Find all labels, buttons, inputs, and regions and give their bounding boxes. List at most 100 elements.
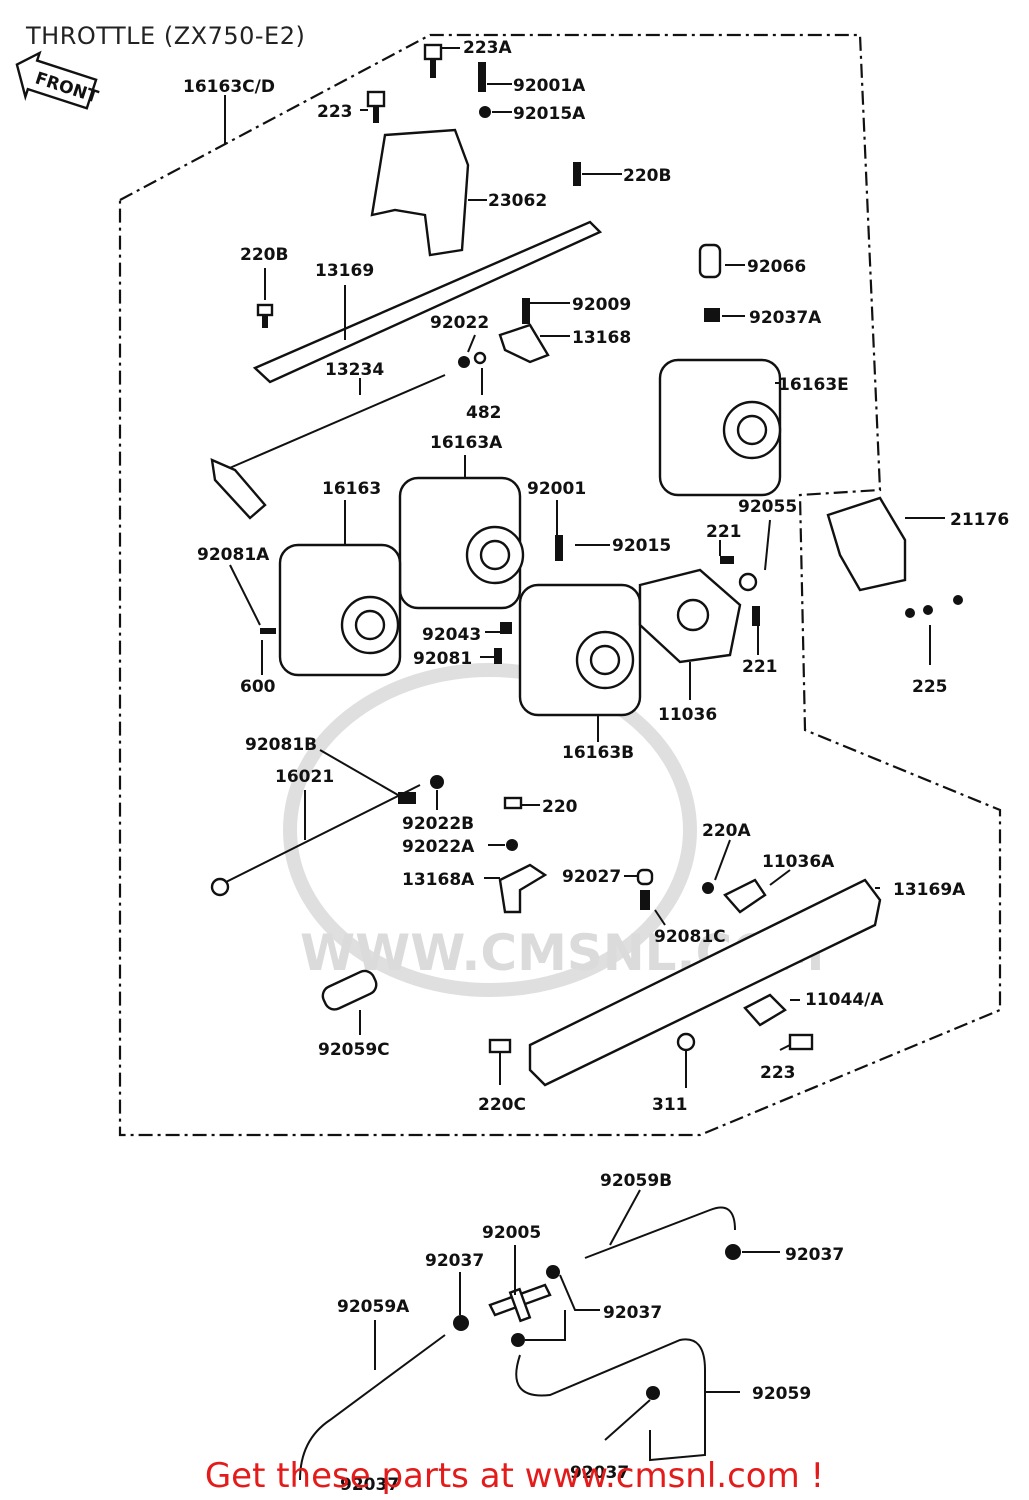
sensor-21176 <box>826 496 907 592</box>
part-label: 92015 <box>612 536 671 556</box>
part-label: 92037 <box>340 1475 399 1495</box>
part-label: 92037 <box>603 1303 662 1323</box>
part-label: 11036 <box>658 705 717 725</box>
spring-92022a <box>506 839 518 851</box>
rod-13234 <box>224 374 446 471</box>
part-label: 220B <box>623 166 671 186</box>
part-label: 220A <box>702 821 751 841</box>
part-label: 13168 <box>572 328 631 348</box>
part-label: 92066 <box>747 257 806 277</box>
part-label: 225 <box>912 677 948 697</box>
carburetor-16163b <box>518 583 642 717</box>
part-label: 220B <box>240 245 288 265</box>
part-label: 220 <box>542 797 578 817</box>
part-label: 92022A <box>402 837 475 857</box>
part-label: 221 <box>706 522 742 542</box>
part-label: 23062 <box>488 191 547 211</box>
tube-92059c <box>321 969 378 1011</box>
lever-13168a <box>498 863 548 914</box>
part-label: 92081A <box>197 545 270 565</box>
part-label: 223 <box>760 1063 796 1083</box>
part-label: 92027 <box>562 867 621 887</box>
part-label: 92059C <box>318 1040 390 1060</box>
part-label: 92001A <box>513 76 586 96</box>
spring-92022b <box>430 775 444 789</box>
front-arrow-icon: FRONT <box>15 50 101 110</box>
plate-11036a <box>723 878 767 914</box>
clamp-92037-c <box>725 1244 741 1260</box>
washer-482 <box>473 351 487 365</box>
part-label: 92037 <box>425 1251 484 1271</box>
part-label: 311 <box>652 1095 688 1115</box>
screw-220b-left <box>256 303 274 328</box>
part-label: 92081B <box>245 735 317 755</box>
screw-220 <box>503 796 523 810</box>
part-label: 11036A <box>762 852 835 872</box>
spring-92081 <box>494 648 502 664</box>
carburetor-16163e <box>658 358 782 497</box>
screw-220a <box>702 882 714 894</box>
assembly-boundary <box>118 33 1002 1137</box>
screws-225 <box>905 595 963 618</box>
spring-92015a <box>479 106 491 118</box>
pin-92001 <box>555 535 563 561</box>
oring-92055 <box>738 572 758 592</box>
part-label: 13169 <box>315 261 374 281</box>
part-label: 16163 <box>322 479 381 499</box>
part-label: 223 <box>317 102 353 122</box>
leader-lines <box>224 47 945 1441</box>
lever-13168 <box>498 323 550 364</box>
screw-221-bottom <box>752 606 760 626</box>
part-label: 221 <box>742 657 778 677</box>
part-label: 92081 <box>413 649 472 669</box>
linkage-plate-13169 <box>252 220 603 384</box>
part-label: 92055 <box>738 497 797 517</box>
get-parts-link[interactable]: Get these parts at www.cmsnl.com ! <box>204 1456 825 1496</box>
cap-92066 <box>698 243 722 279</box>
part-label: 11044/A <box>805 990 884 1010</box>
plate-11044 <box>743 993 787 1027</box>
part-label: 92022B <box>402 814 474 834</box>
part-label: 92001 <box>527 479 586 499</box>
spring-92022 <box>458 356 470 368</box>
part-label: 13168A <box>402 870 475 890</box>
part-label: 92059B <box>600 1171 672 1191</box>
diagram-title: THROTTLE (ZX750-E2) <box>26 22 306 50</box>
spring-92081c <box>640 890 650 910</box>
rod-end-13234 <box>210 458 267 520</box>
part-label: 92059 <box>752 1384 811 1404</box>
clamp-92037-e <box>646 1386 660 1400</box>
screw-223a <box>423 43 443 78</box>
part-label: 21176 <box>950 510 1009 530</box>
part-label: 223A <box>463 38 512 58</box>
bracket-13169a <box>528 878 882 1087</box>
screw-220c <box>488 1038 512 1054</box>
part-label: 92005 <box>482 1223 541 1243</box>
carburetor-16163a <box>398 476 525 610</box>
screw-600 <box>260 628 276 634</box>
washer-311 <box>676 1032 696 1052</box>
nut-92037a <box>704 308 720 322</box>
clamp-92037-d <box>511 1333 525 1347</box>
hose-92059 <box>515 1338 706 1462</box>
part-label: 16021 <box>275 767 334 787</box>
part-label: 92081C <box>654 927 726 947</box>
part-label: 16163E <box>778 375 849 395</box>
screw-92027 <box>636 868 654 886</box>
pin-92001a <box>478 62 486 92</box>
screw-223 <box>366 90 386 123</box>
clamp-92037-a <box>546 1265 560 1279</box>
shaft-16021 <box>219 784 421 886</box>
part-label: 16163C/D <box>183 77 275 97</box>
part-label: 92015A <box>513 104 586 124</box>
cmsnl-watermark: WWW.CMSNL.COM <box>283 663 825 997</box>
part-label: 13169A <box>893 880 966 900</box>
part-label: 16163A <box>430 433 503 453</box>
part-label: 92037A <box>749 308 822 328</box>
part-label: 220C <box>478 1095 526 1115</box>
part-label: 92037 <box>570 1463 629 1483</box>
bracket-23062 <box>370 128 470 257</box>
hose-92059b <box>584 1206 736 1259</box>
screw-92043 <box>500 622 512 634</box>
